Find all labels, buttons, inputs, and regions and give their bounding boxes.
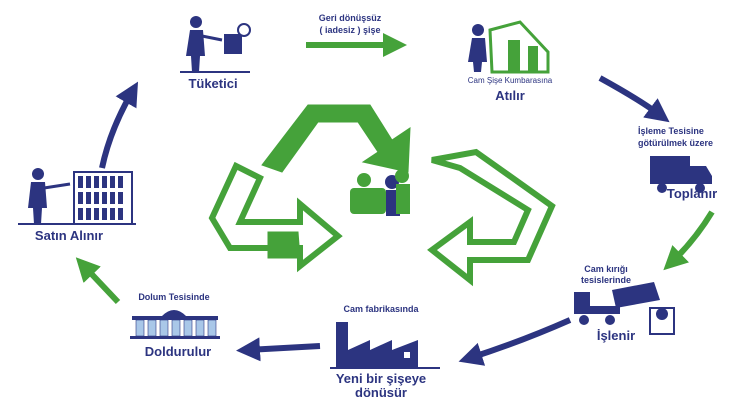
note-fill: Dolum Tesisinde <box>138 292 210 302</box>
arrow-newbottle-to-fill <box>236 337 321 362</box>
arrow-discard-to-collect <box>598 75 670 123</box>
note-discard-top: Geri dönüşsüz <box>318 13 382 23</box>
arrow-buy-to-consumer <box>99 81 139 169</box>
factory-icon <box>330 322 440 369</box>
label-process: İşlenir <box>596 328 636 343</box>
note-newbottle: Cam fabrikasında <box>343 304 419 314</box>
note-collect-top: İşleme Tesisine <box>638 126 704 136</box>
note-collect-bottom: götürülmek üzere <box>638 138 714 148</box>
person-throwing-icon <box>180 16 251 73</box>
arrow-collect-to-process <box>663 210 715 271</box>
arrow-fill-to-buy <box>75 257 121 305</box>
people-bottle-icon <box>350 169 410 216</box>
note-process-top: Cam kırığı <box>584 264 628 274</box>
bottle-bank-icon <box>468 20 550 74</box>
label-collect: Toplanır <box>666 186 718 201</box>
note-discard-bottom: ( iadesiz ) şişe <box>319 25 381 35</box>
arrow-process-to-newbottle <box>458 317 572 366</box>
recycle-symbol-icon <box>208 104 556 287</box>
label-newbottle-line1: Yeni bir şişeye <box>335 371 427 386</box>
note-process-bottom: tesislerinde <box>580 275 632 285</box>
label-newbottle-line2: dönüsür <box>355 385 407 400</box>
bottling-line-icon <box>130 310 220 339</box>
label-discard: Atılır <box>495 88 525 103</box>
truck-icon <box>650 156 712 193</box>
dump-truck-icon <box>574 282 675 335</box>
shopper-shelf-icon <box>18 168 136 225</box>
label-discard-sub: Cam Şişe Kumbarasına <box>467 76 553 85</box>
label-consumer: Tüketici <box>188 76 238 91</box>
label-fill: Doldurulur <box>144 344 212 359</box>
label-buy: Satın Alınır <box>34 228 104 243</box>
